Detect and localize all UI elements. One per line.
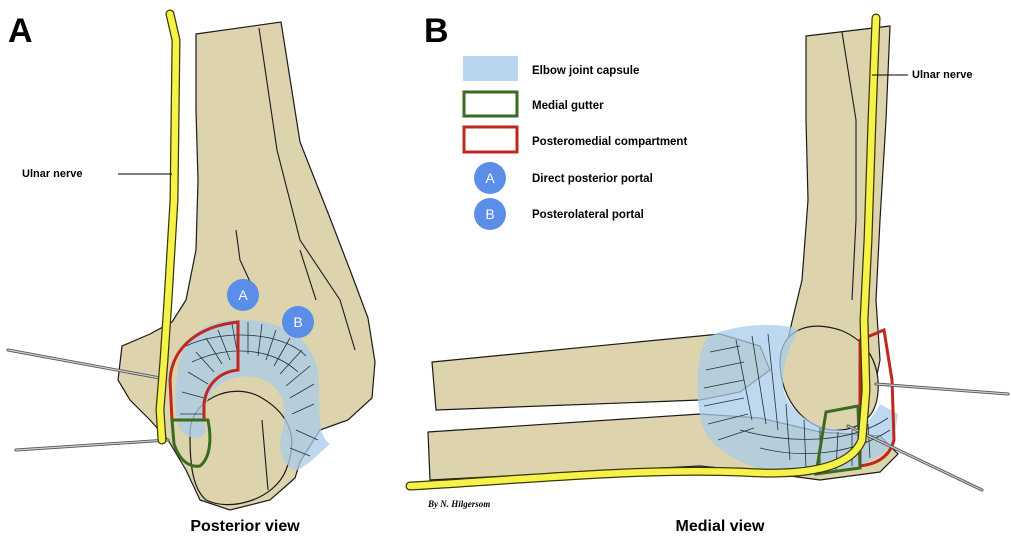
panel-a-caption: Posterior view [190,518,300,535]
portal-b-marker: B [282,306,314,338]
legend-label-gutter: Medial gutter [532,100,604,112]
svg-text:A: A [238,287,248,303]
portal-a-marker: A [227,279,259,311]
ulnar-nerve-label-b: Ulnar nerve [912,69,973,81]
legend-label-portal-a: Direct posterior portal [532,173,653,185]
panel-a-letter: A [8,12,33,50]
panel-b: B Ulnar nerve [410,12,1008,535]
ulnar-nerve-label-a: Ulnar nerve [22,168,83,180]
legend-swatch-gutter [464,92,517,116]
legend-label-posteromedial: Posteromedial compartment [532,136,687,148]
legend-swatch-posteromedial [464,127,517,152]
legend-item-capsule: Elbow joint capsule [463,56,639,81]
legend: Elbow joint capsule Medial gutter Poster… [463,56,687,230]
artist-signature: By N. Hilgersom [427,499,490,509]
panel-b-letter: B [424,12,449,50]
svg-text:B: B [485,206,494,222]
legend-item-portal-a: A Direct posterior portal [474,162,653,194]
legend-label-capsule: Elbow joint capsule [532,65,639,77]
panel-b-caption: Medial view [676,518,765,535]
svg-text:B: B [293,314,302,330]
legend-item-posteromedial: Posteromedial compartment [464,127,687,152]
legend-label-portal-b: Posterolateral portal [532,209,644,221]
legend-item-gutter: Medial gutter [464,92,604,116]
legend-swatch-capsule [463,56,518,81]
legend-item-portal-b: B Posterolateral portal [474,198,644,230]
panel-a: A Ulnar ne [8,12,375,535]
svg-text:A: A [485,170,495,186]
